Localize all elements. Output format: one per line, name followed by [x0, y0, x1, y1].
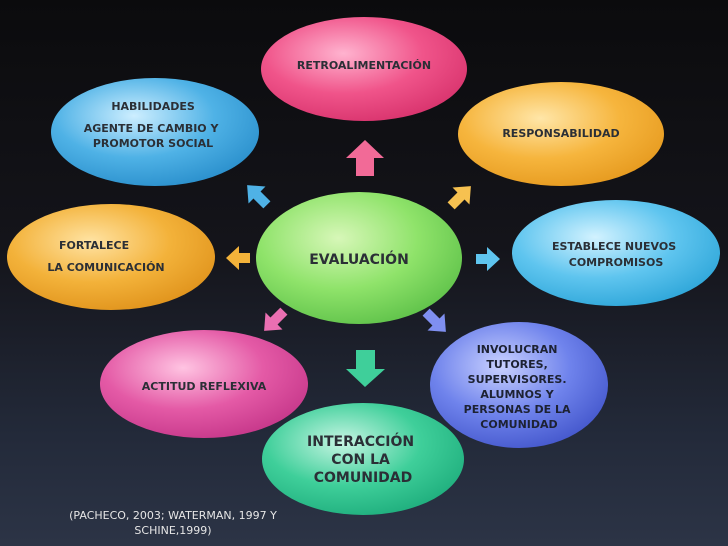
arrow-right-icon [476, 247, 500, 271]
svg-text:RETROALIMENTACIÓN: RETROALIMENTACIÓN [297, 59, 431, 72]
node-interaccion-comunidad: INTERACCIÓN CON LA COMUNIDAD [262, 403, 464, 515]
svg-text:EVALUACIÓN: EVALUACIÓN [309, 250, 409, 268]
citation: (PACHECO, 2003; WATERMAN, 1997 Y SCHINE,… [48, 508, 298, 538]
arrow-down-left-icon [264, 307, 288, 331]
svg-text:FORTALECE LA COMUNICACIÓ: FORTALECE LA COMUNICACIÓN [47, 239, 164, 274]
arrow-left-icon [226, 246, 250, 270]
svg-text:ACTITUD REFLEXIVA: ACTITUD REFLEXIVA [142, 380, 267, 393]
node-habilidades: HABILIDADES AGENTE DE CAMBIO Y PROMOTOR … [51, 78, 259, 186]
svg-text:INTERACCIÓN CON LA: INTERACCIÓN CON LA COMUNIDAD [307, 432, 419, 486]
node-involucran: INVOLUCRAN TUTORES, SUPERVISORES. ALUMNO… [430, 322, 608, 448]
node-actitud-reflexiva: ACTITUD REFLEXIVA [100, 330, 308, 438]
node-fortalece-comunicacion: FORTALECE LA COMUNICACIÓN [7, 204, 215, 310]
arrow-down-icon [346, 350, 385, 387]
node-responsabilidad: RESPONSABILIDAD [458, 82, 664, 186]
svg-text:RESPONSABILIDAD: RESPONSABILIDAD [502, 127, 619, 140]
node-retroalimentacion: RETROALIMENTACIÓN [261, 17, 467, 121]
svg-text:ESTABLECE NUEVOS COMPRO: ESTABLECE NUEVOS COMPROMISOS [552, 240, 680, 269]
svg-text:HABILIDADES AGENTE DE CA: HABILIDADES AGENTE DE CAMBIO Y PROMOTOR … [84, 100, 223, 150]
arrow-up-right-icon [447, 186, 471, 210]
arrow-up-icon [346, 140, 384, 176]
arrow-up-left-icon [247, 185, 271, 209]
svg-text:INVOLUCRAN TUTORES,: INVOLUCRAN TUTORES, SUPERVISORES. ALUMNO… [464, 343, 575, 431]
arrow-down-right-icon [422, 308, 446, 332]
node-evaluacion-center: EVALUACIÓN [256, 192, 462, 324]
node-establece-compromisos: ESTABLECE NUEVOS COMPROMISOS [512, 200, 720, 306]
citation-line-2: SCHINE,1999) [134, 524, 212, 537]
citation-line-1: (PACHECO, 2003; WATERMAN, 1997 Y [69, 509, 277, 522]
